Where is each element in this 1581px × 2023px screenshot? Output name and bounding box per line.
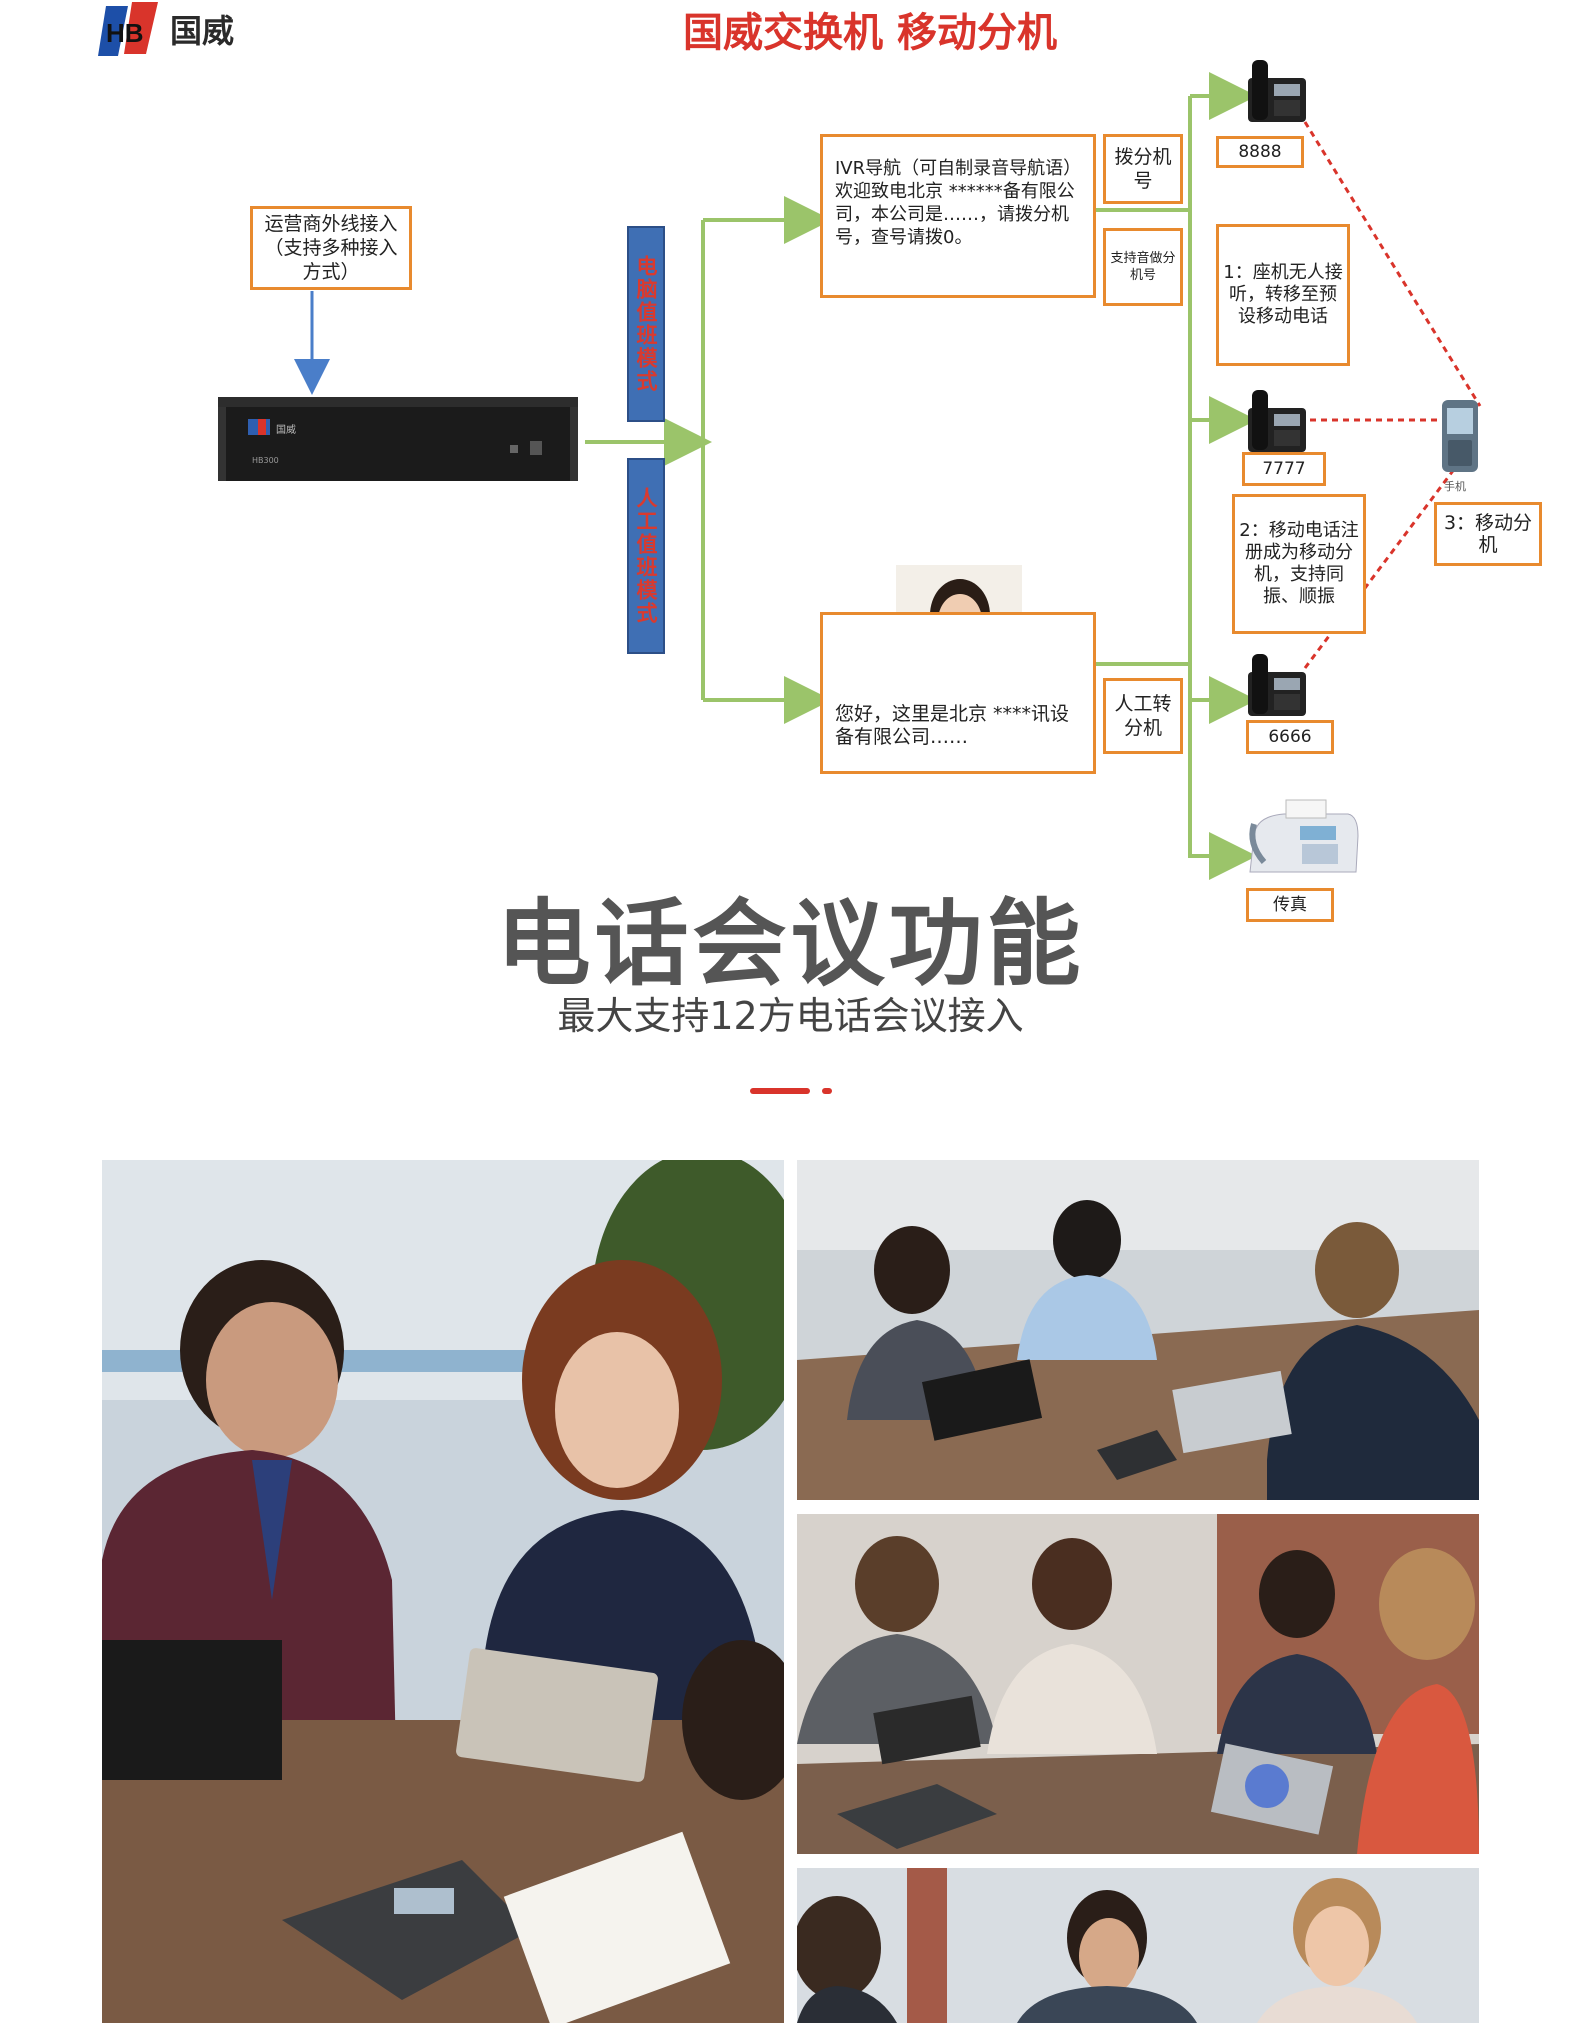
manual-greeting-box: 您好，这里是北京 ****讯设备有限公司…… [820, 612, 1096, 774]
note-2-box: 2：移动电话注册成为移动分机，支持同振、顺振 [1232, 494, 1366, 634]
photo-conference-large [102, 1160, 784, 2023]
ext-8888-label: 8888 [1216, 136, 1304, 168]
device-model-label: HB300 [252, 456, 279, 465]
photo-conference-laptops [797, 1160, 1479, 1500]
brand-logo[interactable]: HB 国威 [98, 0, 258, 62]
mobile-phone-icon [1442, 400, 1478, 472]
section-heading: 电话会议功能 [496, 890, 1085, 999]
section-subheading: 最大支持12方电话会议接入 [557, 994, 1024, 1038]
support-extension-box: 支持音做分机号 [1103, 228, 1183, 306]
carrier-input-box: 运营商外线接入（支持多种接入方式） [250, 206, 412, 290]
mode-manual-bar: 人工值班模式 [627, 458, 665, 654]
desk-phone-6666-icon [1248, 654, 1306, 716]
photo-conference-tablets [797, 1514, 1479, 1854]
fax-label: 传真 [1246, 888, 1334, 922]
mobile-caption: 手机 [1444, 480, 1466, 493]
logo-mark-icon: HB [98, 2, 158, 56]
svg-text:HB: HB [106, 18, 144, 48]
note-3-box: 3：移动分机 [1434, 502, 1542, 566]
desk-phone-8888-icon [1248, 60, 1306, 122]
pbx-device-image: 国威 HB300 [218, 397, 578, 481]
mode-auto-bar: 电脑值班模式 [627, 226, 665, 422]
desk-phone-7777-icon [1248, 390, 1306, 452]
logo-text: 国威 [170, 12, 235, 50]
fax-machine-icon [1249, 799, 1359, 873]
section-divider [750, 1088, 810, 1094]
manual-transfer-box: 人工转分机 [1103, 678, 1183, 754]
ext-6666-label: 6666 [1246, 720, 1334, 754]
flow-lines [294, 72, 1482, 880]
svg-text:国威: 国威 [276, 423, 296, 436]
page-title: 国威交换机 移动分机 [683, 10, 1057, 56]
note-1-box: 1：座机无人接听，转移至预设移动电话 [1216, 224, 1350, 366]
ivr-box: IVR导航（可自制录音导航语）欢迎致电北京 ******备有限公司，本公司是……… [820, 134, 1096, 298]
photo-conference-team [797, 1868, 1479, 2023]
section-divider-dot [822, 1088, 832, 1094]
dial-extension-box: 拨分机号 [1103, 134, 1183, 204]
ext-7777-label: 7777 [1242, 452, 1326, 486]
